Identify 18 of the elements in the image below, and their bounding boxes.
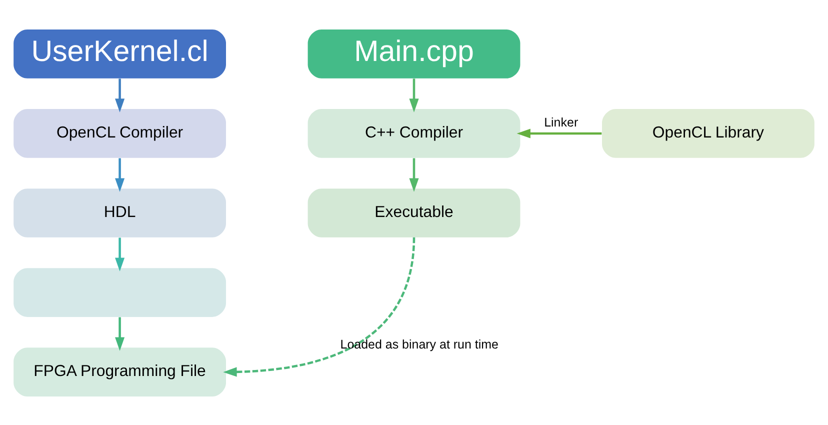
node-box: Main.cpp bbox=[308, 29, 520, 78]
arrow bbox=[223, 236, 416, 376]
node-box bbox=[14, 268, 226, 316]
arrow bbox=[115, 158, 125, 192]
node-box: Executable bbox=[308, 188, 520, 237]
node-box: HDL bbox=[14, 188, 226, 237]
arrow bbox=[409, 158, 419, 192]
node-box: C++ Compiler bbox=[308, 108, 520, 158]
node-box: FPGA Programming File bbox=[14, 347, 226, 396]
node-box: UserKernel.cl bbox=[14, 29, 226, 78]
node-box: OpenCL Library bbox=[602, 108, 814, 158]
node-box: OpenCL Compiler bbox=[14, 108, 226, 158]
edge-label: Linker bbox=[544, 114, 578, 129]
arrow bbox=[115, 78, 125, 112]
arrow bbox=[115, 316, 125, 350]
arrow bbox=[115, 237, 125, 271]
arrow bbox=[409, 78, 419, 112]
arrow bbox=[516, 128, 602, 138]
